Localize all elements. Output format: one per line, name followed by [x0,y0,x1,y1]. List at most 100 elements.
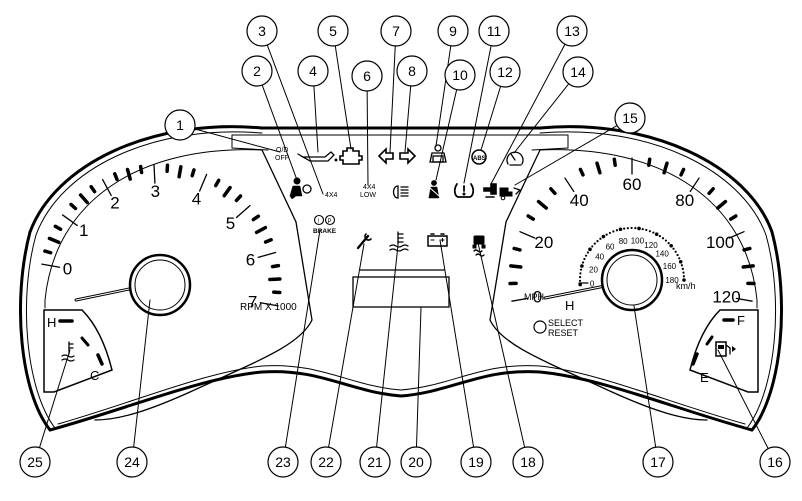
abs-label: ABS [473,156,486,162]
message-center-display [353,277,449,307]
callout-10: 10 [445,60,475,90]
speed-control-icon [507,152,523,165]
center-displays [353,270,449,307]
od-off-line2: OFF [275,155,289,162]
tach-tick [42,264,60,267]
kmh-dot [668,242,670,244]
kmh-dot [659,235,661,237]
kmh-dot [580,269,582,271]
callout-number: 21 [367,454,383,470]
mph-tick [551,189,555,193]
callout-14: 14 [563,57,593,87]
kmh-dot [662,237,664,239]
callout-number: 3 [258,23,266,39]
kmh-dot [679,260,683,264]
callout-19: 19 [461,447,491,477]
callout-number: 12 [497,64,513,80]
tach-tick [49,238,58,242]
fuel-tick [707,337,712,344]
callout-leader [416,308,421,447]
kmh-dot [609,232,611,234]
callout-leader [440,240,474,447]
callout-25: 25 [20,447,50,477]
kmh-dot [579,280,581,282]
mph-tick-label: 100 [706,233,734,252]
mph-unit-label: MPH [524,292,544,302]
mph-tick-label: 120 [712,288,740,307]
tach-tick [224,188,230,196]
callout-number: 24 [124,454,140,470]
tach-tick [266,240,272,242]
callout-9: 9 [438,16,468,46]
seatbelt-icon [429,181,439,198]
mph-tick [580,169,583,174]
kmh-dot [623,227,625,229]
callout-number: 16 [767,454,783,470]
brake-right-symbol: P [328,219,332,225]
callout-leader [634,306,656,447]
callout-number: 19 [468,454,484,470]
callout-leader [481,86,501,150]
tach-tick [55,226,60,229]
four-by-four-label: 4X4 [325,192,338,199]
tach-tick [273,266,279,267]
mph-tick [743,266,753,267]
kmh-tick-label: 160 [663,262,677,271]
callout-number: 13 [564,23,580,39]
tach-tick-label: 5 [226,214,235,233]
kmh-dot [681,264,683,266]
tach-tick-label: 2 [110,193,119,212]
mph-tick [520,232,535,238]
mph-tick [565,178,574,191]
mph-tick [649,159,650,165]
kmh-dot [682,271,684,273]
callout-number: 4 [309,63,317,79]
select-reset-button[interactable]: SELECT RESET [534,318,584,338]
four-by-four-low-line2: LOW [360,192,376,199]
kmh-dot [588,248,592,252]
callout-17: 17 [643,447,673,477]
tach-tick [216,180,219,185]
callout-number: 6 [363,68,371,84]
battery-icon [428,234,447,246]
callout-4: 4 [298,56,328,86]
callout-leader [377,245,398,447]
kmh-dot [669,244,673,248]
mph-tick [539,202,547,208]
mph-tick [744,248,750,250]
mph-tick [718,202,726,208]
kmh-dot [652,231,654,233]
brake-warning-icon: ! P BRAKE [313,216,337,236]
kmh-dot [630,227,632,229]
tach-hub [130,255,190,315]
kmh-dot [682,268,684,270]
tach-tick [91,187,94,192]
kmh-dot [645,229,647,231]
callout-number: 8 [408,63,416,79]
tach-tick [45,251,51,253]
tach-tick [179,167,181,177]
tach-tick-label: 3 [151,182,160,201]
mph-tick [597,163,600,173]
callout-12: 12 [490,57,520,87]
select-reset-knob[interactable] [534,321,546,333]
callout-number: 5 [329,23,337,39]
temperature-gauge: H C [44,310,112,392]
kmh-dot [655,232,659,236]
display-letter: H [565,298,574,313]
kmh-dot [683,275,685,277]
callout-number: 23 [275,454,291,470]
temp-tick [98,355,102,364]
mph-tick [709,189,713,193]
left-turn-arrow-icon [379,149,393,163]
callout-leader [718,350,768,449]
tach-tick [253,216,258,219]
callout-number: 1 [176,117,184,133]
callout-leader [478,243,525,447]
callout-6: 6 [352,61,382,91]
tire-pressure-icon [455,184,473,197]
tach-unit-label: RPM X 1000 [240,302,297,313]
callout-18: 18 [513,447,543,477]
